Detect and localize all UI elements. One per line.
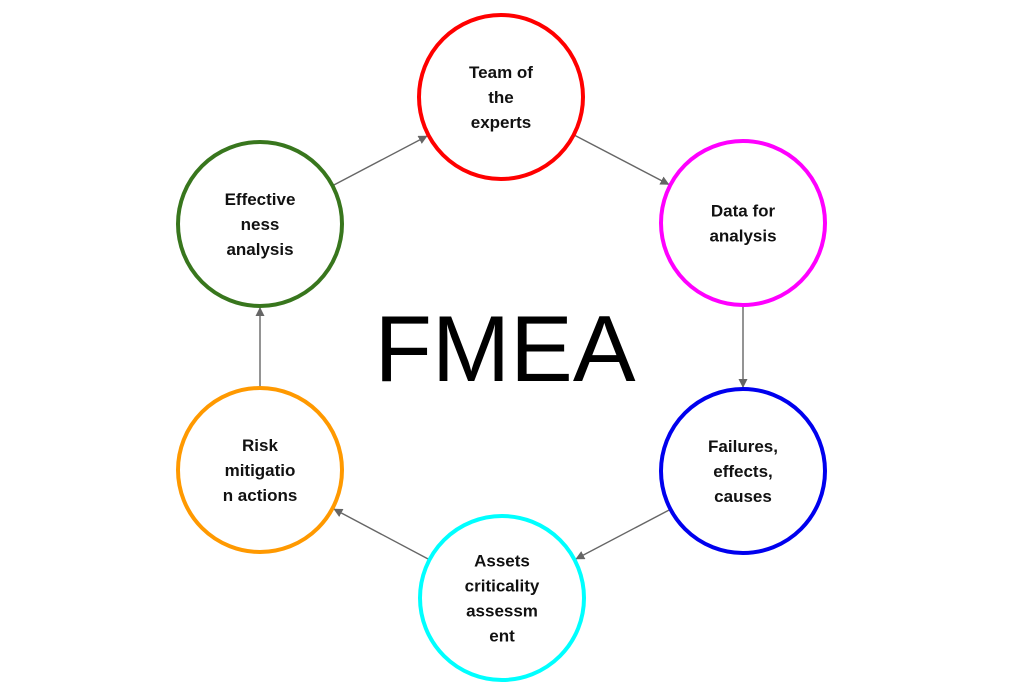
center-title: FMEA [374,296,635,401]
node-label-line: effects, [713,462,773,481]
node-label-line: analysis [226,240,293,259]
node-circle-team [417,13,585,181]
node-circle-failures [659,387,827,555]
node-label-line: the [488,88,514,107]
node-label-line: causes [714,487,772,506]
node-label-line: Data for [711,202,776,221]
arrow-failures-to-assets [575,509,670,560]
node-label-line: Failures, [708,437,778,456]
node-label-line: Risk [242,436,278,455]
arrow-team-to-data [574,134,670,186]
node-label-line: Assets [474,552,530,571]
node-team: Team of the experts [417,13,585,181]
arrow-assets-to-risk [333,508,429,560]
node-label-team: Team of the experts [469,63,533,132]
node-data: Data for analysis [659,139,827,307]
node-label-failures: Failures, effects, causes [708,437,778,506]
node-label-line: analysis [709,227,776,246]
node-label-risk: Risk mitigatio n actions [223,436,298,505]
node-label-effectiveness: Effective ness analysis [225,190,296,259]
node-failures: Failures, effects, causes [659,387,827,555]
node-label-line: ness [241,215,280,234]
node-circle-effectiveness [176,140,344,308]
node-label-data: Data for analysis [709,202,776,246]
node-label-line: mitigatio [225,461,296,480]
node-label-assets: Assets criticality assessm ent [465,552,540,646]
node-label-line: Effective [225,190,296,209]
node-label-line: criticality [465,577,540,596]
node-circle-assets [418,514,586,682]
node-label-line: experts [471,113,531,132]
node-label-line: ent [489,627,515,646]
node-circle-risk [176,386,344,554]
edges [255,134,748,560]
node-label-line: Team of [469,63,533,82]
node-label-line: assessm [466,602,538,621]
node-assets: Assets criticality assessm ent [418,514,586,682]
arrow-effectiveness-to-team [333,135,428,186]
node-risk: Risk mitigatio n actions [176,386,344,554]
node-label-line: n actions [223,486,298,505]
node-circle-data [659,139,827,307]
node-effectiveness: Effective ness analysis [176,140,344,308]
